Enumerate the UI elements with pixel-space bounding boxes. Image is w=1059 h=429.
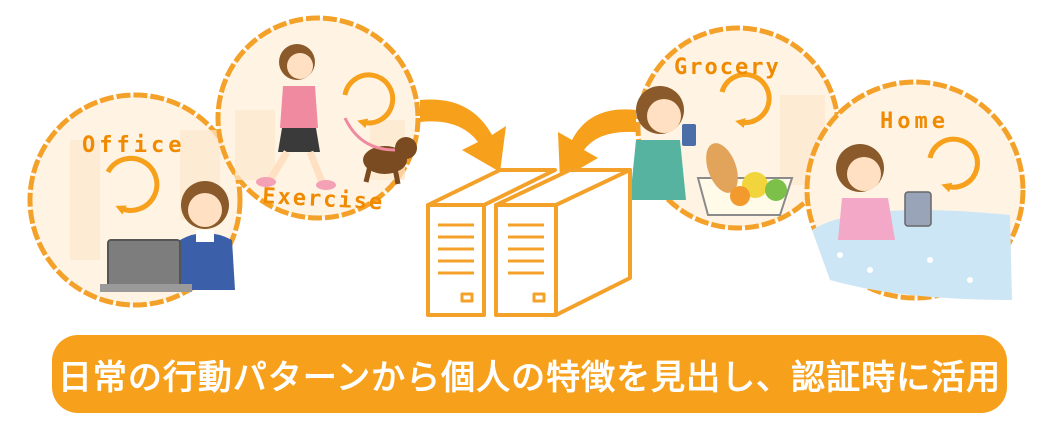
exercise-scene: Exercise bbox=[215, 15, 421, 221]
grocery-label: Grocery bbox=[674, 55, 781, 80]
curved-arrow-icon-left bbox=[420, 99, 506, 172]
cycle-arrow-icon bbox=[927, 136, 980, 193]
home-label: Home bbox=[880, 109, 949, 134]
office-scene: Office bbox=[27, 92, 243, 308]
office-label: Office bbox=[82, 133, 185, 158]
cycle-arrow-icon bbox=[105, 155, 160, 215]
resting-person-illustration bbox=[836, 144, 932, 240]
shopper-illustration bbox=[630, 86, 696, 200]
curved-arrow-icon-right bbox=[558, 109, 636, 180]
dog-illustration bbox=[343, 117, 417, 185]
home-scene: Home bbox=[804, 79, 1026, 301]
shopping-cart-illustration bbox=[696, 143, 794, 216]
server-icon bbox=[426, 168, 632, 317]
caption-banner: 日常の行動パターンから個人の特徴を見出し、認証時に活用 bbox=[52, 335, 1007, 413]
caption-text: 日常の行動パターンから個人の特徴を見出し、認証時に活用 bbox=[57, 357, 1002, 398]
cycle-arrow-icon bbox=[342, 72, 396, 129]
laptop-illustration bbox=[100, 239, 192, 292]
office-worker-illustration bbox=[178, 181, 235, 290]
runner-illustration bbox=[256, 44, 336, 190]
cycle-arrow-icon bbox=[719, 72, 772, 128]
